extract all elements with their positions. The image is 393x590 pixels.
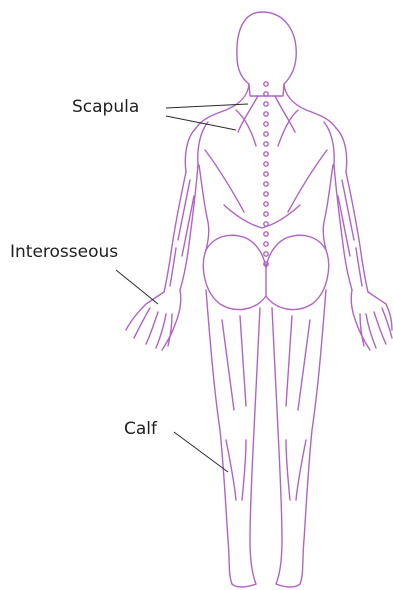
upper-back-lines [236,96,298,146]
hamstring-lines [222,316,310,410]
head-outline [237,12,296,96]
left-shoulder [185,122,208,172]
right-hand [351,290,392,350]
lats [205,150,327,212]
left-leg [206,290,260,584]
scapula-leader-2 [166,116,236,130]
spine-dots [264,82,268,266]
calf-lines [226,440,306,500]
right-foot [276,584,300,587]
scapula-leader-1 [166,104,248,108]
scapula-label: Scapula [72,99,139,116]
left-foot [232,584,256,587]
right-leg [272,290,326,584]
left-hand [126,290,181,350]
interosseous-leader [116,270,158,304]
interosseous-label: Interosseous [10,244,118,261]
lower-back [224,205,300,228]
calf-label: Calf [124,421,157,438]
right-shoulder [324,122,347,172]
calf-leader [174,432,228,472]
